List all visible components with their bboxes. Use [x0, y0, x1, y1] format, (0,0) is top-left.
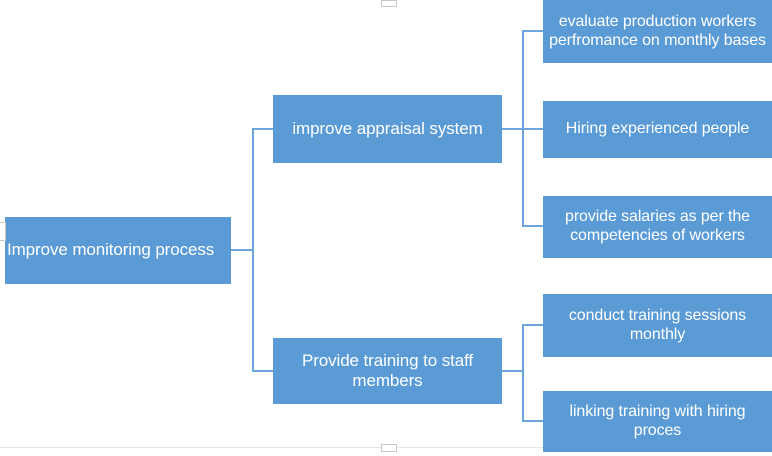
node-root[interactable]: Improve monitoring process [5, 217, 231, 284]
node-leaf-linking-training-with-hiring-process[interactable]: linking training with hiring proces [543, 391, 772, 452]
connector-branch-2-stub [502, 370, 524, 372]
resize-handle-top[interactable] [381, 0, 397, 7]
connector-branch-1-to-leaf-3 [522, 225, 544, 227]
node-leaf-2-1-label: conduct training sessions monthly [568, 306, 747, 343]
node-root-label: Improve monitoring process [7, 240, 215, 260]
connector-branch-1-to-leaf-2 [522, 128, 544, 130]
node-leaf-evaluate-production-workers-performance[interactable]: evaluate production workers perfromance … [543, 0, 772, 63]
connector-root-spine [252, 128, 254, 371]
node-leaf-provide-salaries-as-per-competencies[interactable]: provide salaries as per the competencies… [543, 196, 772, 258]
resize-handle-left[interactable] [0, 222, 6, 241]
node-leaf-hiring-experienced-people[interactable]: Hiring experienced people [543, 101, 772, 158]
node-leaf-2-2-label: linking training with hiring proces [569, 402, 746, 439]
node-branch-improve-appraisal-system[interactable]: improve appraisal system [273, 95, 502, 163]
connector-root-to-branch-1 [252, 128, 274, 130]
resize-handle-bottom[interactable] [381, 444, 397, 452]
node-leaf-1-1-label: evaluate production workers perfromance … [549, 12, 766, 49]
connector-branch-2-to-leaf-2 [522, 420, 544, 422]
node-leaf-1-2-label: Hiring experienced people [565, 120, 750, 138]
connector-branch-1-stub [502, 128, 524, 130]
connector-branch-2-spine [522, 324, 524, 421]
node-branch-1-label: improve appraisal system [292, 118, 483, 138]
connector-branch-2-to-leaf-1 [522, 324, 544, 326]
connector-branch-1-to-leaf-1 [522, 30, 544, 32]
connector-root-to-branch-2 [252, 370, 274, 372]
node-branch-2-label: Provide training to staff members [301, 350, 474, 390]
connector-root-stub [230, 249, 254, 251]
node-leaf-conduct-training-sessions-monthly[interactable]: conduct training sessions monthly [543, 294, 772, 357]
node-leaf-1-3-label: provide salaries as per the competencies… [565, 208, 750, 244]
node-branch-provide-training-to-staff-members[interactable]: Provide training to staff members [273, 338, 502, 404]
